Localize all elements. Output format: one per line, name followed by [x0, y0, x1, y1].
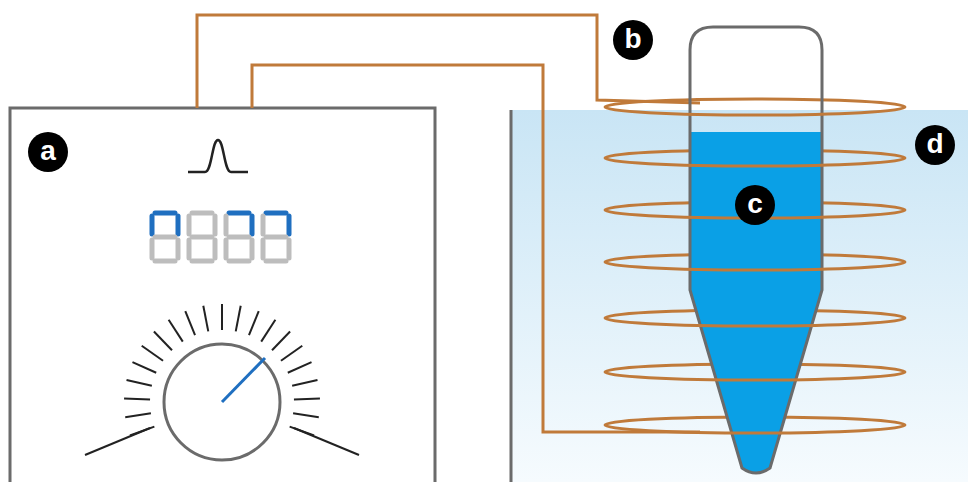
- display-segment: [155, 211, 175, 216]
- display-segment: [192, 235, 212, 240]
- dial-tick: [142, 346, 163, 361]
- dial-tick: [236, 306, 241, 332]
- dial-tick: [221, 304, 223, 330]
- callout-badge: b: [613, 20, 653, 60]
- display-segment: [192, 259, 212, 264]
- display-segment: [187, 216, 192, 234]
- dial-tick: [124, 398, 150, 401]
- display-segment: [150, 216, 155, 234]
- display-segment: [155, 235, 175, 240]
- dial-tick: [294, 398, 320, 401]
- dial-tick: [132, 362, 156, 373]
- display-segment: [261, 216, 266, 234]
- coil-front: [605, 107, 905, 433]
- display-segment: [266, 259, 286, 264]
- sample-liquid: [690, 132, 822, 473]
- dial-tick: [281, 346, 302, 361]
- callout-badge: d: [915, 125, 955, 165]
- display-segment: [224, 240, 229, 258]
- dial-tick: [292, 380, 317, 386]
- display-segment: [229, 235, 249, 240]
- coil-winding: [605, 262, 905, 270]
- dial-tick: [125, 413, 151, 417]
- dial-tick: [85, 428, 150, 455]
- coil-winding: [605, 158, 905, 166]
- display-segment: [266, 211, 286, 216]
- dial-needle: [222, 358, 265, 402]
- display-segment: [213, 240, 218, 258]
- dial-tick: [261, 320, 275, 342]
- pulse-symbol: [188, 140, 248, 172]
- seven-segment-display: [152, 213, 289, 261]
- coil-winding: [605, 107, 905, 115]
- bath-wall: [510, 110, 513, 482]
- dial-tick: [154, 332, 172, 351]
- display-segment: [187, 240, 192, 258]
- dial-tick: [272, 332, 290, 351]
- dial-tick: [185, 311, 195, 335]
- display-segment: [266, 235, 286, 240]
- display-segment: [192, 211, 212, 216]
- callout-letter: b: [624, 25, 641, 53]
- display-segment: [224, 216, 229, 234]
- callout-letter: a: [40, 137, 56, 165]
- callout-letter: d: [926, 130, 943, 158]
- dial-tick: [293, 413, 319, 417]
- dial-tick: [127, 380, 152, 386]
- display-segment: [250, 240, 255, 258]
- coil-winding: [605, 318, 905, 326]
- generator-housing: [10, 108, 435, 482]
- coil-winding: [605, 425, 905, 433]
- display-segment: [176, 216, 181, 234]
- dial-tick: [288, 362, 312, 373]
- dial-tick: [203, 306, 208, 332]
- sample-tube: [690, 27, 822, 473]
- display-segment: [250, 216, 255, 234]
- display-segment: [229, 259, 249, 264]
- coil-winding: [605, 372, 905, 380]
- callout-badge: c: [735, 185, 775, 225]
- dial-tick: [249, 311, 259, 335]
- water-bath: [511, 110, 968, 482]
- display-segment: [155, 259, 175, 264]
- coil-winding: [605, 99, 905, 107]
- callout-badge: a: [28, 132, 68, 172]
- dial-tick: [169, 320, 183, 342]
- display-segment: [287, 240, 292, 258]
- display-segment: [176, 240, 181, 258]
- wire: [197, 15, 700, 108]
- display-segment: [229, 211, 249, 216]
- dial-tick: [294, 428, 359, 455]
- display-segment: [213, 216, 218, 234]
- dial-knob: [164, 344, 280, 460]
- display-segment: [150, 240, 155, 258]
- callout-letter: c: [747, 190, 763, 218]
- display-segment: [261, 240, 266, 258]
- display-segment: [287, 216, 292, 234]
